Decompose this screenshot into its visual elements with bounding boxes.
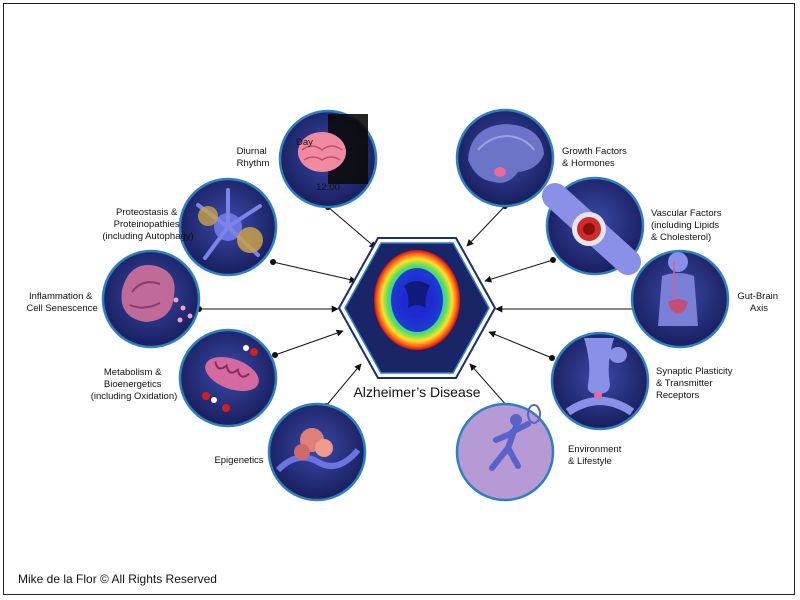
label-growth: Growth Factors & Hormones: [562, 146, 630, 169]
orb-metabolism: [178, 328, 278, 428]
connector-inflammation: [196, 305, 339, 313]
day-label: Day: [296, 137, 313, 148]
orb-proteostasis: [178, 177, 278, 277]
tennis-player-icon: [489, 404, 541, 471]
orb-epigenetics: [267, 402, 367, 502]
label-inflammation: Inflammation & Cell Senescence: [26, 291, 97, 314]
clock-readout: 12:00: [316, 182, 340, 193]
label-environment: Environment & Lifestyle: [568, 444, 624, 467]
label-metabolism: Metabolism & Bioenergetics (including Ox…: [91, 367, 178, 402]
label-gutbrain: Gut-Brain Axis: [737, 291, 780, 314]
connector-diurnal: [325, 204, 377, 249]
orb-vascular: [542, 176, 645, 276]
label-synaptic: Synaptic Plasticity & Transmitter Recept…: [656, 366, 735, 401]
label-diurnal: Diurnal Rhythm: [237, 146, 270, 169]
orb-gutbrain: [630, 249, 730, 349]
label-vascular: Vascular Factors (including Lipids & Cho…: [651, 208, 724, 243]
label-proteostasis: Proteostasis & Proteinopathies (includin…: [102, 207, 193, 242]
diagram-frame: [3, 3, 795, 595]
mitochondrion-icon: [202, 345, 259, 412]
copyright-footer: Mike de la Flor © All Rights Reserved: [18, 572, 217, 586]
human-body-icon: [658, 252, 698, 326]
orb-diurnal: Day Night 12:00: [278, 109, 378, 209]
microglia-cell-icon: [121, 265, 193, 323]
night-label: Night: [345, 137, 368, 148]
orb-environment: [455, 402, 555, 502]
neuron-plaque-icon: [196, 188, 263, 260]
connector-proteostasis: [270, 259, 357, 284]
brain-pet-scan-icon: [374, 250, 460, 350]
dna-chromatin-icon: [275, 428, 361, 473]
brain-clock-icon: [298, 132, 346, 172]
factor-labels: Diurnal Rhythm Growth Factors & Hormones…: [26, 146, 780, 467]
center-hexagon: [337, 237, 497, 379]
connector-growth: [466, 203, 508, 247]
synapse-icon: [565, 338, 635, 416]
orb-synaptic: [550, 331, 650, 431]
label-epigenetics: Epigenetics: [214, 455, 263, 466]
orb-inflammation: [101, 249, 201, 349]
center-title: Alzheimer’s Disease: [353, 384, 480, 400]
blood-vessel-icon: [542, 183, 641, 275]
connector-vascular: [484, 257, 556, 283]
brain-sagittal-icon: [468, 124, 544, 183]
connector-synaptic: [488, 331, 555, 361]
connector-gutbrain: [495, 305, 640, 313]
orb-growth: [455, 108, 555, 208]
connector-metabolism: [272, 329, 344, 358]
